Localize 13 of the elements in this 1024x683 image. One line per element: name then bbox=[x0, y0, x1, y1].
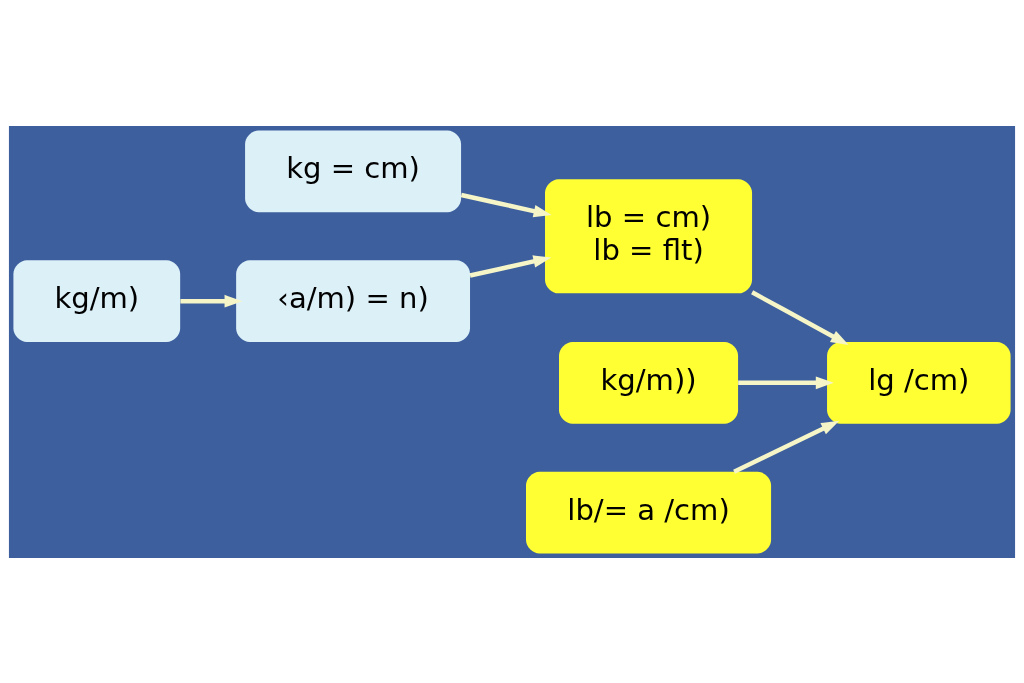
node-box: ‹a/m) = n) bbox=[236, 259, 471, 342]
arrow bbox=[738, 376, 834, 389]
arrow bbox=[180, 294, 243, 307]
arrow bbox=[460, 192, 552, 217]
node-box: lg /cm) bbox=[827, 341, 1011, 424]
node-box: kg = cm) bbox=[245, 130, 462, 212]
node-box: kg/m)) bbox=[559, 341, 739, 424]
arrow bbox=[733, 420, 840, 474]
arrow bbox=[469, 254, 552, 278]
node-box: kg/m) bbox=[13, 259, 181, 342]
arrow bbox=[751, 289, 849, 345]
node-box: lb/= a /cm) bbox=[526, 471, 772, 553]
node-box: lb = cm) lb = flt) bbox=[545, 178, 753, 293]
